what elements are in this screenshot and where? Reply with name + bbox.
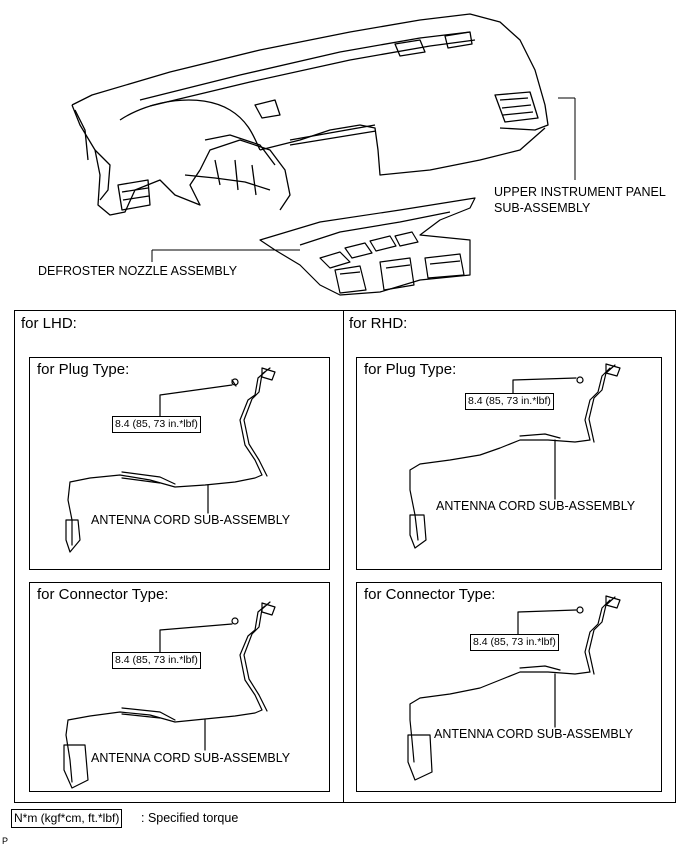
lhd-plug-type-title: for Plug Type:	[37, 361, 130, 378]
legend-description: : Specified torque	[141, 811, 239, 825]
defroster-nozzle-label: DEFROSTER NOZZLE ASSEMBLY	[38, 264, 238, 278]
lhd-plug-type-panel	[29, 357, 330, 570]
rhd-title: for RHD:	[349, 315, 408, 332]
lhd-connector-torque-value: 8.4 (85, 73 in.*lbf)	[112, 652, 201, 669]
rhd-plug-type-title: for Plug Type:	[364, 361, 457, 378]
rhd-section	[343, 310, 676, 803]
rhd-plug-part-label: ANTENNA CORD SUB-ASSEMBLY	[436, 499, 636, 513]
rhd-connector-torque-value: 8.4 (85, 73 in.*lbf)	[470, 634, 559, 651]
legend-torque-unit-box: N*m (kgf*cm, ft.*lbf)	[11, 809, 123, 828]
rhd-connector-type-panel	[356, 582, 662, 792]
lhd-connector-type-panel	[29, 582, 330, 792]
lhd-title: for LHD:	[21, 315, 77, 332]
rhd-plug-torque-value: 8.4 (85, 73 in.*lbf)	[465, 393, 554, 410]
upper-instrument-panel-drawing	[71, 13, 576, 296]
lhd-connector-type-title: for Connector Type:	[37, 586, 169, 603]
lhd-plug-torque-value: 8.4 (85, 73 in.*lbf)	[112, 416, 201, 433]
upper-instrument-panel-label-line1: UPPER INSTRUMENT PANEL	[494, 185, 666, 199]
rhd-connector-part-label: ANTENNA CORD SUB-ASSEMBLY	[434, 727, 634, 741]
rhd-connector-type-title: for Connector Type:	[364, 586, 496, 603]
rhd-plug-type-panel	[356, 357, 662, 570]
upper-instrument-panel-label-line2: SUB-ASSEMBLY	[494, 201, 591, 215]
lhd-connector-part-label: ANTENNA CORD SUB-ASSEMBLY	[91, 751, 291, 765]
corner-mark: P	[2, 836, 9, 846]
lhd-plug-part-label: ANTENNA CORD SUB-ASSEMBLY	[91, 513, 291, 527]
